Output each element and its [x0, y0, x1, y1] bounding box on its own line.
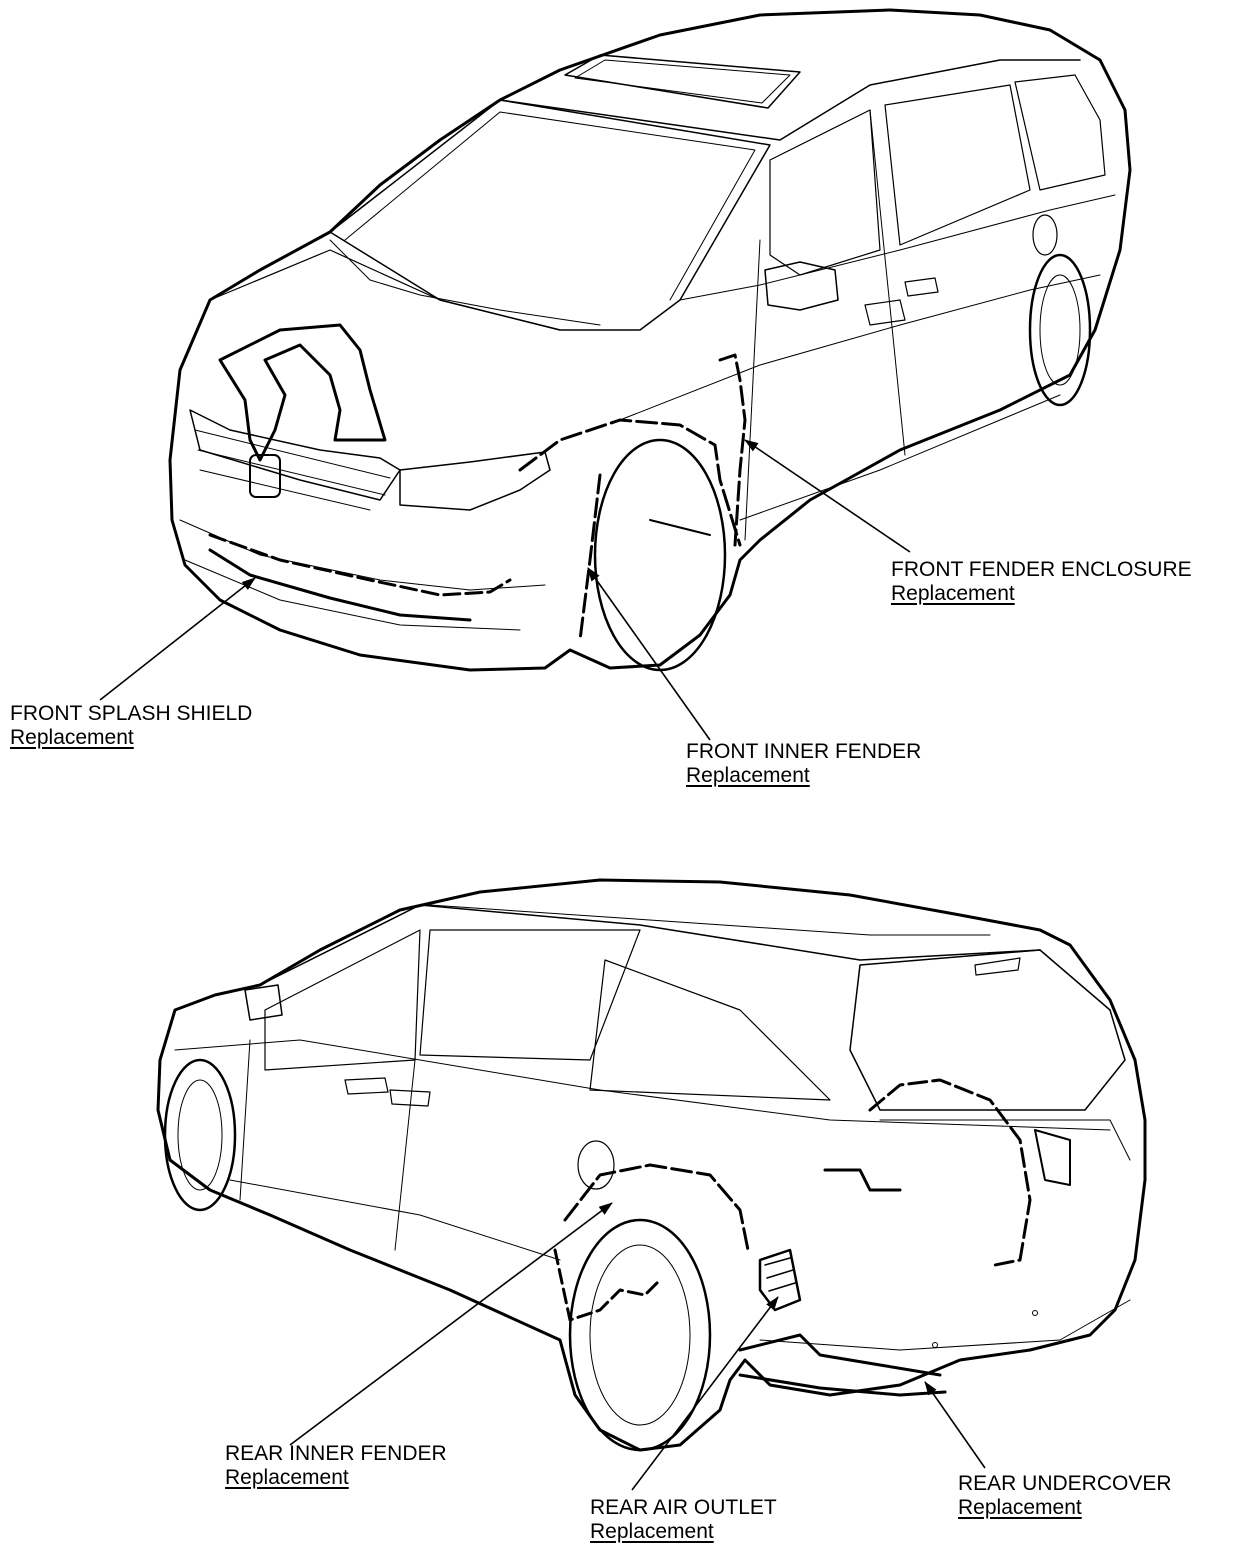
callout-title: FRONT INNER FENDER: [686, 740, 922, 763]
leader-front-inner-fender: [587, 567, 711, 741]
callout-rear-undercover: REAR UNDERCOVER Replacement: [958, 1472, 1172, 1520]
callout-title: FRONT SPLASH SHIELD: [10, 702, 253, 725]
callout-title: FRONT FENDER ENCLOSURE: [891, 558, 1192, 581]
leader-front-fender-enclosure: [744, 439, 911, 553]
callout-rear-air-outlet: REAR AIR OUTLET Replacement: [590, 1496, 777, 1544]
callout-title: REAR AIR OUTLET: [590, 1496, 777, 1519]
replacement-link[interactable]: Replacement: [958, 1496, 1082, 1519]
callout-front-inner-fender: FRONT INNER FENDER Replacement: [686, 740, 921, 788]
callout-title: REAR UNDERCOVER: [958, 1472, 1172, 1495]
callout-title: REAR INNER FENDER: [225, 1442, 447, 1465]
replacement-link[interactable]: Replacement: [225, 1466, 349, 1489]
replacement-link[interactable]: Replacement: [891, 582, 1015, 605]
leader-front-splash-shield: [99, 577, 256, 701]
leader-rear-inner-fender: [289, 1202, 613, 1446]
rear-van-illustration: [156, 878, 1147, 1452]
replacement-link[interactable]: Replacement: [10, 726, 134, 749]
leader-rear-air-outlet: [631, 1296, 779, 1491]
front-van-illustration: [168, 8, 1132, 672]
callout-front-splash-shield: FRONT SPLASH SHIELD Replacement: [10, 702, 252, 750]
replacement-link[interactable]: Replacement: [590, 1520, 714, 1543]
callout-front-fender-enclosure: FRONT FENDER ENCLOSURE Replacement: [891, 558, 1192, 606]
callout-rear-inner-fender: REAR INNER FENDER Replacement: [225, 1442, 447, 1490]
replacement-link[interactable]: Replacement: [686, 764, 810, 787]
leader-lines: [99, 439, 986, 1491]
leader-rear-undercover: [924, 1381, 986, 1469]
